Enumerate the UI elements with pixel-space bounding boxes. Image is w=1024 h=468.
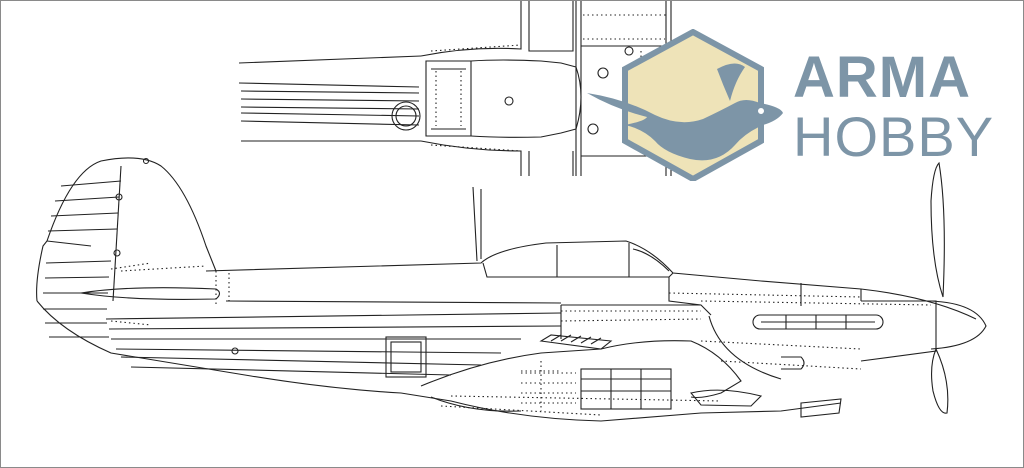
logo-emblem — [587, 29, 783, 181]
logo-wordmark: ARMA HOBBY — [793, 49, 994, 165]
side-view — [36, 157, 987, 422]
logo-bird-icon — [587, 63, 783, 161]
logo-text-hobby: HOBBY — [793, 105, 995, 168]
arma-hobby-logo: ARMA HOBBY — [585, 29, 995, 181]
logo-bird-eye — [758, 108, 764, 114]
logo-text-arma: ARMA — [793, 45, 971, 110]
